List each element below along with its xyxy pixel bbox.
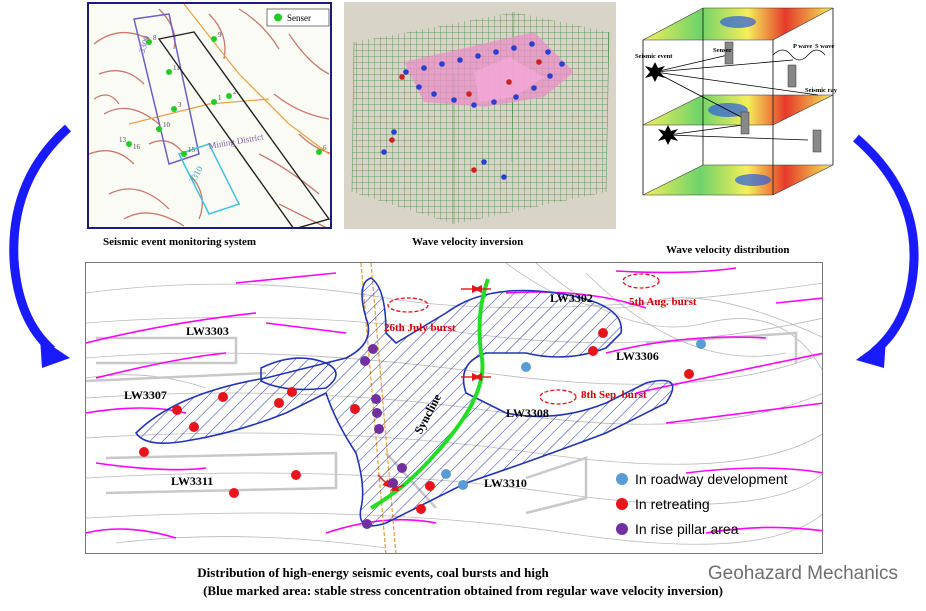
inversion-caption: Wave velocity inversion	[412, 236, 524, 248]
inversion-sensor-points	[381, 41, 565, 180]
sensor-legend-icon	[274, 13, 282, 22]
lw3303-label: LW3303	[186, 324, 229, 338]
inversion-panel	[344, 2, 616, 229]
legend-development-icon	[616, 473, 628, 485]
figure-caption-line2: (Blue marked area: stable stress concent…	[203, 583, 723, 598]
sensor-id-label: 16	[133, 143, 141, 151]
sensor-legend-label: Senser	[287, 13, 311, 23]
sensor-id-label: 10	[163, 121, 171, 129]
main-map: Syncline 26th July burst 5th Aug. burst …	[86, 263, 822, 553]
burst-marker-sep	[539, 389, 577, 405]
lw3308-label: LW3308	[506, 406, 549, 420]
syncline-axis	[370, 278, 490, 510]
distribution-caption: Wave velocity distribution	[666, 244, 790, 256]
main-map-panel: Syncline 26th July burst 5th Aug. burst …	[85, 262, 823, 554]
sensor-id-label: 13	[119, 136, 127, 144]
distribution-cube: Sensor P wave S wave Seismic event Seism…	[635, 7, 838, 196]
legend-retreating-label: In retreating	[635, 496, 710, 512]
lw3302-label: LW3302	[550, 291, 593, 305]
sensor-legend-box	[266, 8, 330, 27]
sensor-id-label: 6	[323, 144, 327, 152]
sensor-id-label: 1	[218, 94, 222, 102]
watermark-text: Geohazard Mechanics	[707, 563, 898, 584]
sensor-id-label: 11	[173, 64, 180, 72]
legend-pillar-icon	[616, 523, 628, 535]
event-legend: In roadway development In retreating In …	[616, 471, 788, 537]
inversion-grid	[351, 11, 610, 224]
legend-retreating-icon	[616, 498, 628, 510]
fault-lines	[89, 8, 330, 227]
sensor-id-label: 2	[233, 88, 237, 96]
sep-burst-label: 8th Sep. burst	[581, 389, 647, 401]
monitoring-caption: Seismic event monitoring system	[103, 236, 257, 248]
s-wave-label: S wave	[815, 43, 834, 50]
p-wave-label: P wave	[793, 43, 812, 50]
sensor-id-label: 9	[218, 31, 222, 39]
seismic-ray-label: Seismic ray	[805, 87, 838, 94]
sensor-label: Sensor	[713, 47, 732, 54]
lw3311-label: LW3311	[171, 474, 213, 488]
panel-3310-label: 3310	[187, 164, 205, 185]
figure-caption-line1: Distribution of high-energy seismic even…	[197, 565, 549, 580]
left-flow-arrow	[9, 124, 72, 368]
lw3310-label: LW3310	[484, 476, 527, 490]
lw3306-label: LW3306	[616, 349, 659, 363]
sensor-id-label: 15	[188, 146, 196, 154]
sensor-id-label: 8	[153, 34, 157, 42]
stress-concentration-zone	[134, 277, 674, 527]
legend-pillar-label: In rise pillar area	[635, 521, 739, 537]
right-flow-arrow	[853, 134, 919, 368]
aug-burst-label: 5th Aug. burst	[629, 296, 697, 308]
seismic-event-label: Seismic event	[635, 53, 673, 60]
lw3307-label: LW3307	[124, 388, 167, 402]
sensor-id-label: 3	[178, 101, 182, 109]
monitoring-map-panel: 3309 3310 Mining District 8 11 3 1 2 9 1…	[87, 2, 332, 229]
burst-marker-aug	[622, 273, 660, 289]
seismic-event-points	[139, 328, 706, 529]
monitoring-map: 3309 3310 Mining District 8 11 3 1 2 9 1…	[89, 4, 330, 227]
distribution-panel: Sensor P wave S wave Seismic event Seism…	[633, 0, 845, 237]
july-burst-label: 26th July burst	[384, 322, 456, 334]
legend-development-label: In roadway development	[635, 471, 788, 487]
burst-marker-july	[387, 297, 429, 313]
sensor-markers	[126, 36, 322, 157]
